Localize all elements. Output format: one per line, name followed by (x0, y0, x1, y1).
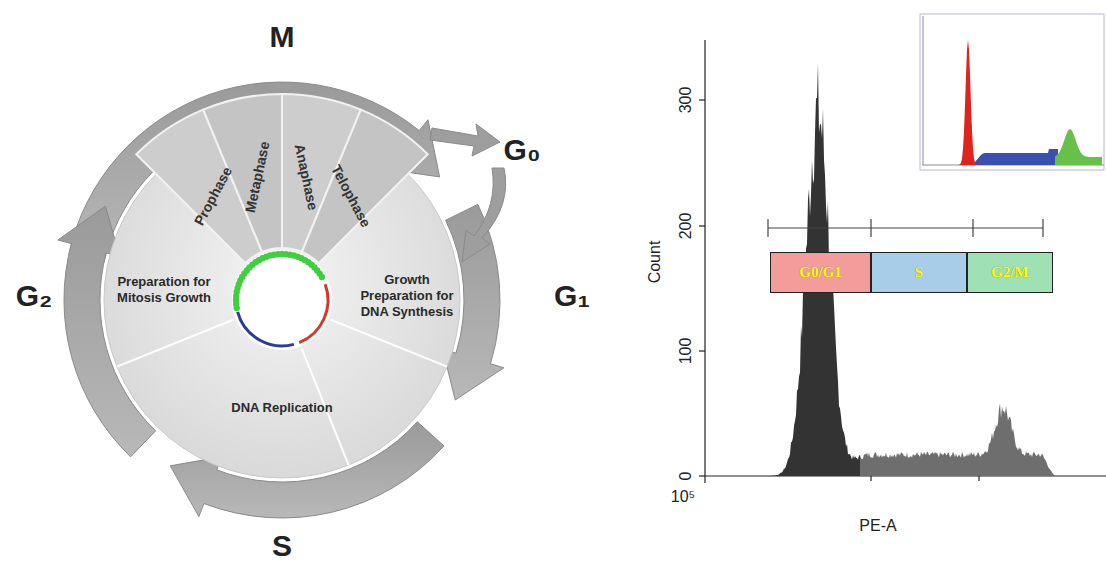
inner-disc (232, 250, 332, 350)
phase-name: S (272, 529, 292, 563)
node-text: Preparation for Mitosis Growth (114, 274, 214, 307)
s-region: DNA Replication (227, 400, 337, 416)
inset-g1-fill (958, 40, 978, 165)
node-text: G2/M (991, 264, 1029, 281)
phase-name: M (270, 20, 295, 54)
phase-name: G₀ (504, 133, 541, 167)
inset-axis (923, 16, 924, 165)
node-text: G0/G1 (799, 264, 842, 281)
g0-return-arrow (462, 168, 506, 262)
axis-tick-label: 300 (677, 87, 695, 114)
gate-box: S (871, 252, 967, 293)
axis-tick-label: 100 (677, 338, 695, 365)
s-arc (238, 312, 294, 346)
g1-region: Growth Preparation for DNA Synthesis (351, 272, 463, 321)
g2m-dot (319, 274, 325, 280)
g0-exit-arrow (430, 124, 500, 156)
node-text: DNA Replication (227, 400, 337, 416)
mitosis-wedge (302, 110, 428, 264)
g2-region: Preparation for Mitosis Growth (114, 274, 214, 307)
phase-name: G₁ (554, 279, 590, 313)
inset-frame (920, 14, 1104, 170)
gate-box: G0/G1 (770, 252, 871, 293)
axis-tick-label: 0 (677, 472, 695, 481)
axis-title: Count (646, 241, 664, 284)
axis-tick-label: 10⁵ (671, 488, 695, 506)
axis-tick-label: 200 (677, 213, 695, 240)
inset-g2m-fill (1055, 129, 1102, 165)
gate-bracket (768, 219, 1043, 237)
phase-name: G₂ (16, 279, 53, 313)
g1-arc (299, 284, 328, 342)
phase-divider (117, 319, 234, 366)
phase-divider (330, 319, 447, 366)
gate-box: G2/M (967, 252, 1053, 293)
node-text: Growth Preparation for DNA Synthesis (351, 272, 463, 321)
inset-s-fill (975, 149, 1058, 165)
node-text: S (915, 264, 923, 281)
axis-title: PE-A (859, 517, 896, 535)
histogram-tail (855, 404, 1058, 476)
